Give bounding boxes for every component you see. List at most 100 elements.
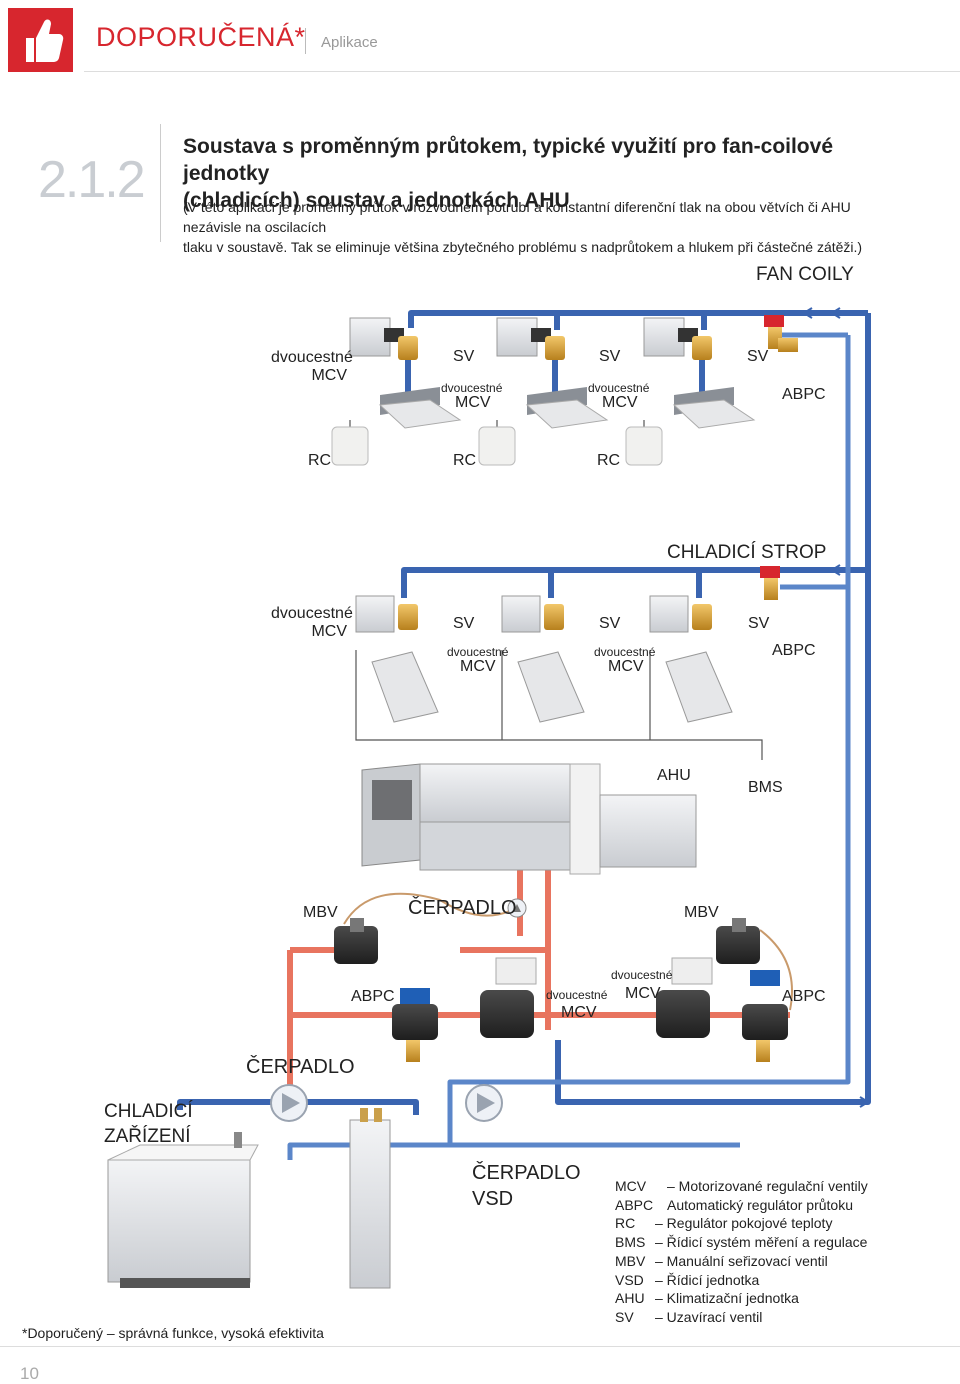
- chiller-label-line1: CHLADICÍ: [104, 1101, 193, 1122]
- legend-abbr: VSD: [615, 1271, 644, 1288]
- chiller-unit: [107, 1132, 259, 1288]
- abpc-valve-middle: [760, 566, 780, 600]
- fc-sv-label-1: SV: [453, 348, 475, 365]
- mcv-lower-1-line1: dvoucestné: [546, 988, 608, 1002]
- footnote: *Doporučený – správná funkce, vysoká efe…: [22, 1325, 324, 1341]
- fan-coil-1: [331, 317, 462, 466]
- cc-mcv-label-3-line2: MCV: [608, 658, 644, 675]
- legend-row: VSD – Řídicí jednotka: [615, 1271, 868, 1290]
- mcv-lower-2-line2: MCV: [625, 985, 661, 1002]
- fc-mcv-label-1-line2: MCV: [311, 367, 347, 384]
- ceiling-unit-3: [649, 595, 733, 723]
- mcv-lower-2-line1: dvoucestné: [611, 968, 673, 982]
- vsd-pump-label: ČERPADLO VSD: [472, 1160, 581, 1212]
- fc-mcv-label-3-line1: dvoucestné: [588, 381, 650, 395]
- fc-sv-label-3: SV: [747, 348, 769, 365]
- abpc-valve-left: [392, 988, 438, 1062]
- thumbs-up-icon: [26, 19, 64, 62]
- vsd-pump-label-line2: VSD: [472, 1188, 514, 1210]
- legend-text: – Řídicí systém měření a regulace: [655, 1234, 868, 1251]
- pump-icon-ahu: [507, 898, 527, 918]
- mbv-valve-left: [334, 918, 378, 964]
- impulse-tube-left: [343, 892, 513, 925]
- legend-abbr: MCV: [615, 1178, 647, 1194]
- legend-row: MCV – Motorizované regulační ventily: [615, 1177, 868, 1196]
- legend-abbr: MBV: [615, 1252, 646, 1269]
- ahu-unit: [361, 763, 697, 875]
- legend-row: BMS – Řídicí systém měření a regulace: [615, 1233, 868, 1252]
- ceiling-unit-2: [501, 595, 585, 723]
- ceiling-title: CHLADICÍ STROP: [667, 542, 827, 563]
- abpc-valve-top: [764, 315, 798, 352]
- supply-pipes: [177, 310, 871, 1115]
- mcv-lower-1-line2: MCV: [561, 1004, 597, 1021]
- header-divider: [305, 28, 306, 54]
- pump-icon-right: [465, 1084, 503, 1122]
- ahu-label: AHU: [657, 767, 691, 784]
- fan-coil-2: [478, 317, 609, 466]
- footer-rule: [0, 1346, 960, 1347]
- section-number: 2.1.2: [38, 151, 146, 209]
- return-pipes-blue: [287, 332, 851, 1160]
- page-number: 10: [20, 1364, 39, 1383]
- cc-sv-label-1: SV: [453, 615, 475, 632]
- warm-pipes: [287, 862, 790, 1102]
- chilled-ceiling-row: [355, 566, 780, 723]
- mcv-valve-lower-2: [656, 957, 713, 1038]
- bms-label: BMS: [748, 779, 783, 796]
- pump-label-ahu: ČERPADLO: [408, 897, 517, 919]
- fc-sv-label-2: SV: [599, 348, 621, 365]
- rc-label-3: RC: [597, 452, 621, 469]
- section-title-line1: Soustava s proměnným průtokem, typické v…: [183, 135, 833, 185]
- brand-title: DOPORUČENÁ*: [96, 22, 306, 52]
- legend-text: – Manuální seřizovací ventil: [655, 1252, 828, 1269]
- impulse-tube-right: [759, 929, 793, 1011]
- abpc-label-lower-right: ABPC: [782, 988, 826, 1005]
- legend: MCV – Motorizované regulační ventily ABPC…: [615, 1177, 868, 1327]
- legend-abbr: AHU: [615, 1290, 645, 1307]
- legend-text: – Řídicí jednotka: [655, 1271, 760, 1288]
- abpc-label-lower-left: ABPC: [351, 988, 395, 1005]
- flow-arrows: [802, 307, 870, 1108]
- fc-mcv-label-2-line1: dvoucestné: [441, 381, 503, 395]
- legend-row: ABPC Automatický regulátor průtoku: [615, 1196, 868, 1215]
- legend-text: Automatický regulátor průtoku: [667, 1196, 853, 1213]
- legend-text: – Motorizované regulační ventily: [667, 1178, 868, 1194]
- legend-row: MBV – Manuální seřizovací ventil: [615, 1252, 868, 1271]
- chiller-label-line2: ZAŘÍZENÍ: [104, 1126, 191, 1147]
- fc-mcv-label-3-line2: MCV: [602, 394, 638, 411]
- legend-abbr: BMS: [615, 1234, 646, 1251]
- section-description: (V této aplikaci je proměnný průtok v ro…: [183, 197, 883, 257]
- vsd-pump-label-line1: ČERPADLO: [472, 1162, 581, 1184]
- mbv-label-left: MBV: [303, 904, 338, 921]
- mcv-valve-lower-1: [480, 957, 537, 1038]
- ceiling-unit-1: [355, 595, 439, 723]
- cc-mcv-label-1-line2: MCV: [311, 623, 347, 640]
- section-divider: [160, 124, 161, 242]
- fan-coil-title: FAN COILY: [756, 264, 854, 285]
- cc-mcv-label-3-line1: dvoucestné: [594, 645, 656, 659]
- buffer-tank: [349, 1108, 391, 1289]
- chiller-label: CHLADICÍ ZAŘÍZENÍ: [104, 1099, 193, 1149]
- pump-label-main: ČERPADLO: [246, 1056, 355, 1078]
- section-desc-line1: (V této aplikaci je proměnný průtok v ro…: [183, 199, 851, 235]
- legend-text: – Uzavírací ventil: [655, 1308, 763, 1325]
- legend-text: – Klimatizační jednotka: [655, 1290, 799, 1307]
- cc-abpc-label: ABPC: [772, 642, 816, 659]
- section-title: Soustava s proměnným průtokem, typické v…: [183, 133, 883, 214]
- cc-mcv-label-2-line2: MCV: [460, 658, 496, 675]
- mbv-valve-right: [716, 918, 760, 964]
- legend-row: AHU – Klimatizační jednotka: [615, 1289, 868, 1308]
- legend-text: – Regulátor pokojové teploty: [655, 1215, 833, 1232]
- header-section: Aplikace: [321, 34, 378, 51]
- legend-row: RC– Regulátor pokojové teploty: [615, 1214, 868, 1233]
- legend-row: SV – Uzavírací ventil: [615, 1308, 868, 1327]
- legend-abbr: ABPC: [615, 1196, 654, 1213]
- fc-mcv-label-2-line2: MCV: [455, 394, 491, 411]
- fc-mcv-label-1-line1: dvoucestné: [271, 349, 353, 366]
- rc-label-1: RC: [308, 452, 332, 469]
- section-title-line2: (chladicích) soustav a jednotkách AHU: [183, 189, 570, 212]
- abpc-valve-right: [742, 970, 788, 1062]
- legend-abbr: SV: [615, 1308, 634, 1325]
